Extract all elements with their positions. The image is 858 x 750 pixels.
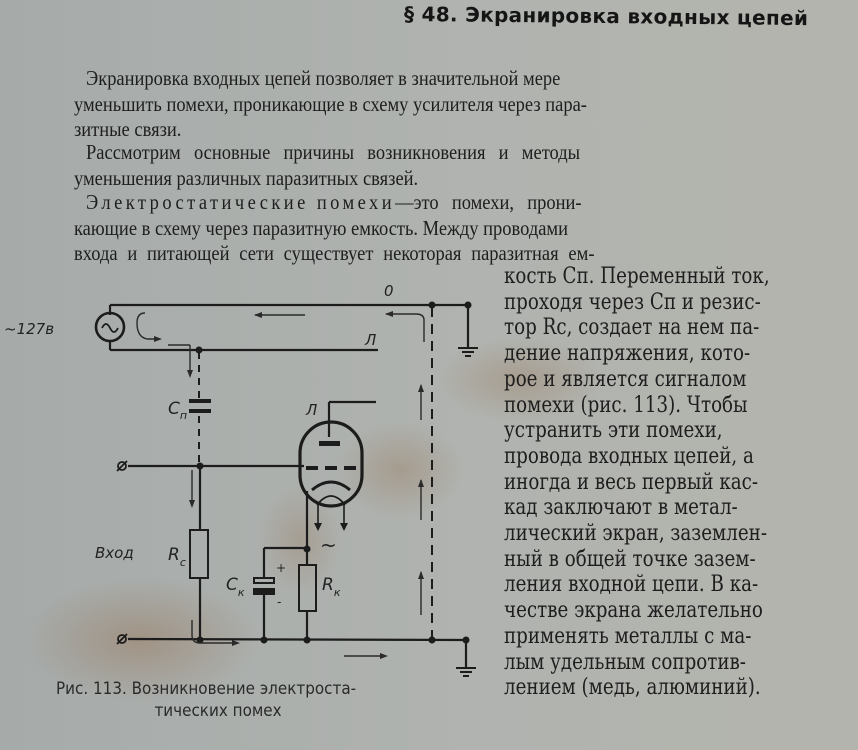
paragraph-2: Рассмотрим основные причины возникновени… [74, 140, 581, 191]
paragraph-line: кад заключают в метал- [504, 495, 738, 521]
paragraph-line: дение напряжения, кото- [504, 341, 751, 367]
ac-source-icon [94, 311, 126, 343]
vacuum-tube-icon [298, 420, 364, 531]
ck-label: Cк [226, 575, 245, 599]
paragraph-line: лым удельным сопротив- [504, 649, 746, 675]
caption-line: тических помех [154, 701, 282, 720]
paragraph-line: уменьшить помехи, проникающие в схему ус… [73, 91, 587, 116]
right-column-text: кость Cп. Переменный ток, проходя через … [504, 264, 770, 701]
paragraph-line: Экранировка входных цепей позволяет в зн… [86, 66, 561, 90]
section-heading: § 48. Экранировка входных цепей [403, 1, 809, 31]
paragraph-line: лический экран, заземлен- [504, 521, 767, 547]
figure-caption: Рис. 113. Возникновение электроста- тиче… [56, 678, 356, 722]
paragraph-line: провода входных цепей, а [504, 443, 754, 469]
paragraph-line: входа и питающей сети существует некотор… [73, 241, 595, 265]
resistor-rc-icon [189, 529, 209, 579]
paragraph-line: тор Rc, создает на нем па- [504, 315, 760, 341]
paragraph-line: зитные связи. [73, 117, 182, 141]
ground-icon [456, 667, 476, 677]
phase-wire-label: Л [364, 331, 376, 349]
paragraph-line: Рассмотрим основные причины возникновени… [86, 140, 581, 164]
circuit-diagram: ~127в 0 Л Cп Л Вход Rc Cк Rк + - ~ [4, 282, 478, 677]
emphasized-term: Электростатические помехи [86, 190, 396, 214]
paragraph-line: помехи (рис. 113). Чтобы [504, 392, 748, 418]
rc-label: Rc [168, 545, 186, 569]
current-arrows [136, 312, 425, 657]
paragraph-line: рое и является сигналом [504, 366, 747, 392]
rk-label: Rк [322, 575, 341, 599]
paragraph-line: применять металлы с ма- [504, 623, 752, 649]
capacitor-ck-icon [253, 577, 275, 595]
plus-sign: + [276, 561, 286, 575]
paragraph-3: Электростатические помехи—это помехи, пр… [74, 190, 595, 267]
ground-icon [458, 347, 478, 357]
paragraph-line: ный в общей точке зазем- [504, 546, 756, 572]
caption-line: Рис. 113. Возникновение электроста- [56, 679, 357, 698]
minus-sign: - [277, 595, 281, 609]
neutral-wire-label: 0 [384, 282, 394, 300]
paragraph-line: проходя через Cп и резис- [504, 289, 761, 315]
paragraph-line: честве экрана желательно [504, 598, 763, 624]
paragraph-line: уменьшения различных паразитных связей. [73, 165, 419, 190]
anode-label: Л [305, 401, 317, 419]
paragraph-line: ления входной цепи. В ка- [504, 572, 759, 598]
paragraph-line: кость Cп. Переменный ток, [504, 264, 770, 289]
capacitor-cp-icon [189, 399, 211, 413]
paragraph-line: Электростатические помехи—это помехи, пр… [86, 190, 594, 216]
paragraph-line: устранить эти помехи, [504, 418, 723, 444]
source-voltage-label: ~127в [4, 320, 54, 338]
paragraph-text: —это помехи, прони- [395, 190, 582, 214]
resistor-rk-icon [298, 564, 317, 612]
paragraph-line: иногда и весь первый кас- [504, 469, 759, 495]
cp-label: Cп [168, 399, 187, 422]
paragraph-line: кающие в схему через паразитную емкость.… [73, 215, 569, 240]
heater-ac-label: ~ [320, 533, 337, 557]
input-label: Вход [95, 544, 134, 562]
paragraph-1: Экранировка входных цепей позволяет в зн… [74, 66, 587, 143]
paragraph-line: лением (медь, алюминий). [504, 675, 761, 701]
